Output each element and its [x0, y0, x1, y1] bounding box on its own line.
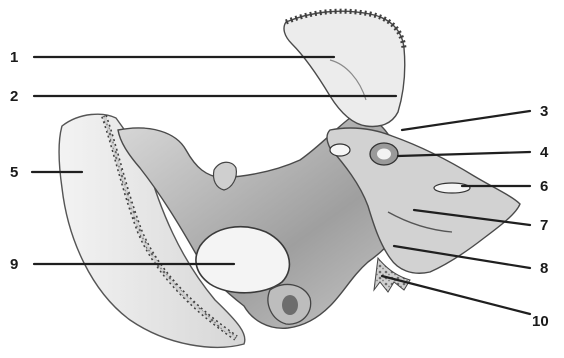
label-2: 2 [10, 88, 18, 105]
upper-plate [284, 11, 405, 126]
label-6: 6 [540, 178, 548, 195]
label-5: 5 [10, 164, 18, 181]
leader-line-3 [402, 111, 530, 130]
label-9: 9 [10, 256, 18, 273]
label-4: 4 [540, 144, 549, 161]
label-1: 1 [10, 49, 18, 66]
leader-line-10 [382, 276, 530, 314]
label-8: 8 [540, 260, 548, 277]
label-3: 3 [540, 103, 548, 120]
label-7: 7 [540, 217, 548, 234]
label-10: 10 [532, 313, 549, 330]
